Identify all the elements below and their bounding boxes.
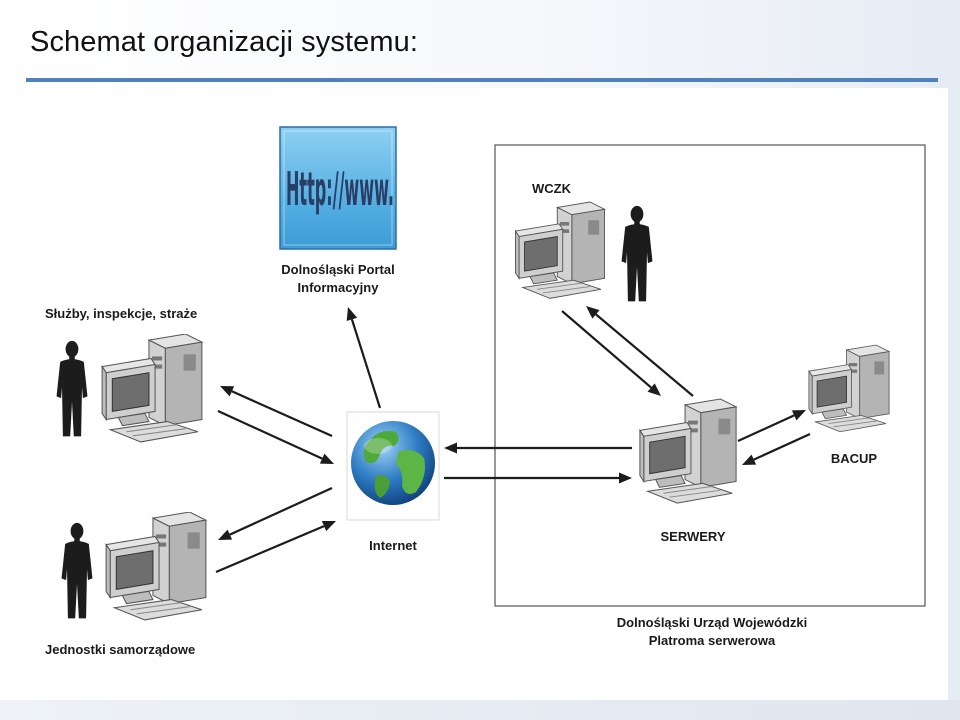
services-computer-icon: [101, 334, 203, 443]
portal-label-line2: Informacyjny: [298, 280, 380, 295]
backup-label: BACUP: [831, 451, 878, 466]
portal-arrow-head: [346, 307, 358, 322]
internet-globe-icon: [346, 411, 440, 521]
portal-label-line1: Dolnośląski Portal: [281, 262, 394, 277]
wczk-label: WCZK: [532, 181, 572, 196]
backup-to-servers-arrow: [753, 432, 811, 461]
wczk-person-icon: [621, 205, 653, 302]
servers-computer-icon: [639, 398, 737, 504]
backup-to-servers-arrow-head: [742, 454, 757, 465]
internet-to-municipalities-arrow-head: [218, 529, 233, 540]
servers-to-backup-arrow: [737, 414, 795, 443]
wczk-to-servers-arrow: [561, 310, 652, 389]
title-underline: [26, 78, 938, 82]
servers-to-wczk-arrow: [595, 313, 694, 397]
internet-label: Internet: [369, 538, 417, 553]
municipalities-label: Jednostki samorządowe: [45, 642, 195, 657]
servers-label: SERWERY: [660, 529, 725, 544]
wczk-to-servers-arrow-head: [647, 383, 661, 396]
municipalities-to-internet-arrow-head: [321, 521, 336, 532]
server-platform-frame: [494, 144, 926, 607]
services-person-icon: [56, 340, 88, 437]
internet-to-municipalities-arrow: [229, 486, 333, 536]
bottom-strip: [0, 700, 960, 720]
office-label-line2: Platroma serwerowa: [649, 633, 776, 648]
wczk-computer-icon: [514, 201, 606, 299]
connection-arrows: [215, 306, 811, 574]
backup-computer-icon: [808, 344, 890, 433]
services-label: Służby, inspekcje, straże: [45, 306, 197, 321]
portal-image: Http://www.: [279, 126, 397, 250]
servers-to-internet-arrow-head: [444, 442, 457, 454]
internet-to-services-arrow-head: [220, 386, 235, 397]
internet-to-servers-arrow-head: [619, 472, 632, 484]
municipalities-to-internet-arrow: [215, 525, 325, 574]
portal-arrow: [350, 319, 382, 409]
servers-to-wczk-arrow-head: [586, 306, 600, 319]
services-to-internet-arrow-head: [319, 453, 334, 464]
office-label-line1: Dolnośląski Urząd Wojewódzki: [617, 615, 807, 630]
municipalities-computer-icon: [105, 512, 207, 621]
portal-screen-text: Http://www.: [286, 162, 394, 216]
internet-to-services-arrow: [231, 390, 333, 438]
slide-title: Schemat organizacji systemu:: [30, 26, 419, 58]
municipalities-person-icon: [61, 522, 93, 619]
servers-to-backup-arrow-head: [791, 410, 806, 421]
services-to-internet-arrow: [217, 409, 323, 460]
